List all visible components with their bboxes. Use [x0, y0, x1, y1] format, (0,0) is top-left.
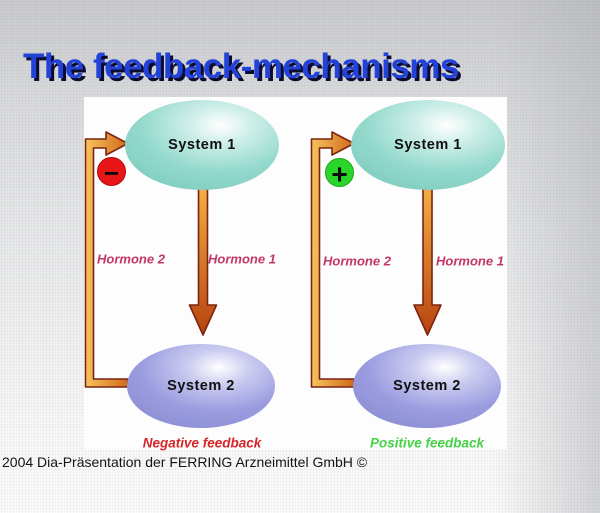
hormone1-label: Hormone 1: [436, 253, 504, 269]
down-arrow: [188, 188, 218, 336]
minus-badge: [97, 157, 126, 186]
system2-label: System 2: [393, 378, 461, 394]
feedback-loop-arrow: [310, 131, 355, 388]
minus-icon: −: [104, 158, 119, 188]
negative-feedback-diagram: −: [84, 100, 279, 428]
copyright-footer: 2004 Dia-Präsentation der FERRING Arznei…: [2, 454, 368, 470]
page-title: The feedback-mechanisms: [23, 47, 459, 86]
hormone1-label: Hormone 1: [208, 251, 276, 267]
feedback-diagram-canvas: − +: [84, 100, 505, 428]
system2-ellipse: [353, 344, 501, 428]
system1-label: System 1: [394, 137, 462, 153]
system2-label: System 2: [167, 378, 235, 394]
hormone2-label: Hormone 2: [97, 251, 165, 267]
system1-label: System 1: [168, 137, 236, 153]
system2-ellipse: [127, 344, 275, 428]
down-arrow: [413, 188, 442, 336]
negative-feedback-caption: Negative feedback: [142, 435, 262, 451]
diagram-panel: − + System 1 System 2 Hormone 2 Hormone …: [84, 97, 507, 451]
feedback-loop-arrow: [84, 131, 129, 388]
system1-ellipse: [125, 100, 279, 190]
positive-feedback-caption: Positive feedback: [369, 435, 485, 451]
positive-feedback-diagram: +: [310, 100, 505, 428]
system1-ellipse: [351, 100, 505, 190]
hormone2-label: Hormone 2: [323, 253, 391, 269]
plus-icon: +: [331, 159, 347, 190]
plus-badge: [325, 158, 354, 187]
